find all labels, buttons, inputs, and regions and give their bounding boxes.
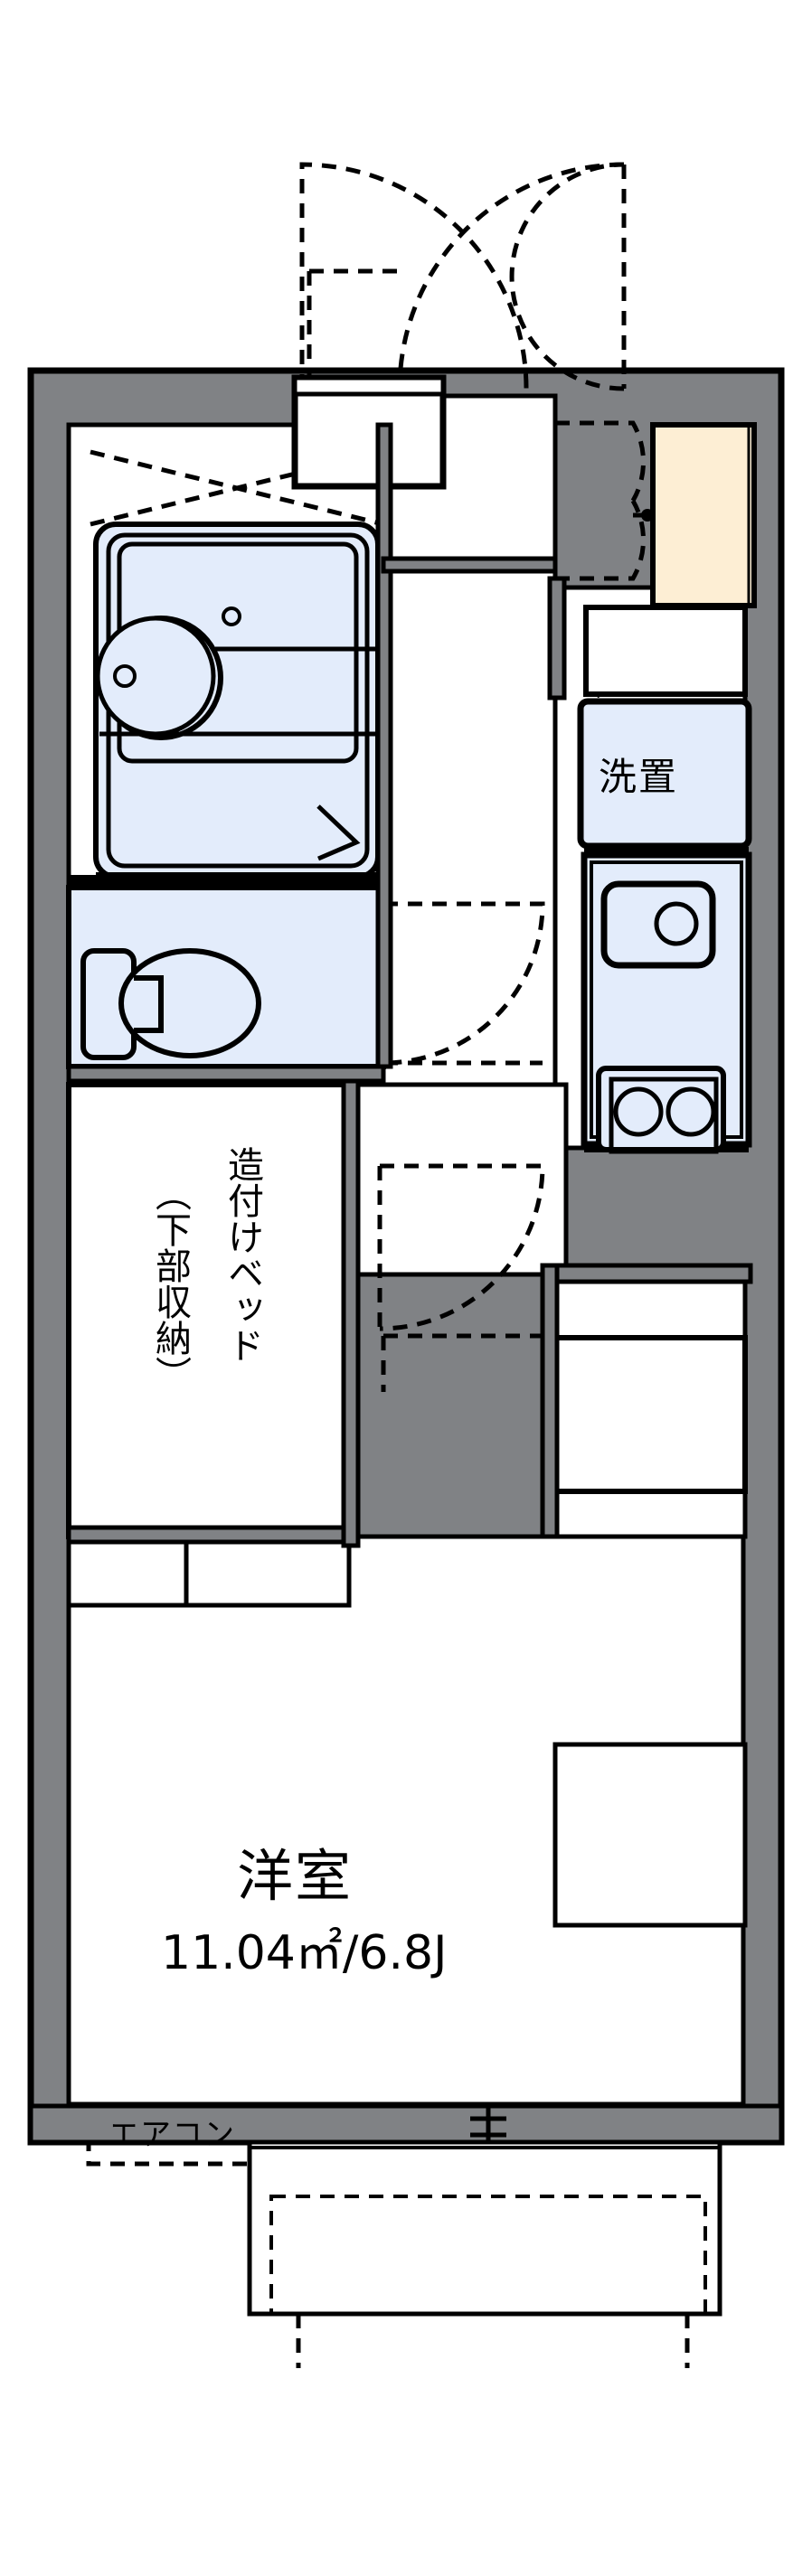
unit-bath-group <box>93 522 381 879</box>
washer-space-group <box>577 698 752 850</box>
washer-space-box <box>577 698 752 850</box>
wall-bath-right <box>375 422 393 1069</box>
bathtub-drain-icon <box>222 606 241 626</box>
built-in-bed-label: 造付けベッド <box>222 1146 263 1363</box>
built-in-bed-group <box>66 1082 352 1545</box>
entrance-outer-arc2 <box>397 162 625 390</box>
air-conditioner-label: エアコン <box>109 2117 235 2153</box>
wall-room-bottom <box>28 2103 784 2145</box>
bathroom-door-swing-icon <box>382 901 545 1066</box>
toilet-neck <box>134 975 164 1033</box>
wall-hall-left <box>540 1263 560 1539</box>
lower-cabinets <box>66 1539 352 1608</box>
shower-fixture-icon <box>316 804 361 861</box>
entrance-elements <box>291 374 757 608</box>
entrance-door-swing-icon <box>299 162 529 390</box>
under-storage-label: （下部収納） <box>149 1175 191 1392</box>
built-in-bed-outline <box>66 1082 352 1539</box>
cabinet-left <box>66 1539 189 1608</box>
wall-vestibule-bottom <box>381 556 558 574</box>
entry-closet-swing-icon <box>555 420 647 503</box>
balcony-floor <box>247 2139 722 2317</box>
partition-walls <box>28 422 784 2145</box>
kitchen-sink-drain-icon <box>654 901 699 946</box>
entry-closet-swing-icon-2 <box>555 499 647 581</box>
wall-toilet-bottom <box>66 1064 386 1084</box>
entrance-outer-door-swing-icon <box>509 162 625 391</box>
wall-entry-kitchen <box>547 576 567 700</box>
stove-burner-left-icon <box>613 1086 664 1137</box>
washer-space-label: 洗置 <box>599 755 679 799</box>
wall-kitchen-bottom <box>540 1263 753 1284</box>
page-title: 洋室 <box>237 1843 354 1909</box>
stove-burner-right-icon <box>666 1086 716 1137</box>
entrance-threshold <box>292 375 446 397</box>
balcony-rail-dashed <box>269 2195 707 2316</box>
upper-hall-closet <box>552 1335 748 1494</box>
wash-basin-drain-icon <box>113 664 137 688</box>
toilet-group <box>66 885 386 1069</box>
entry-storage-group <box>583 605 748 697</box>
cabinet-right <box>184 1539 352 1608</box>
shoe-box <box>583 605 748 697</box>
room-closet <box>552 1742 748 1928</box>
room-area-label: 11.04㎡/6.8J <box>161 1926 448 1980</box>
balcony-group <box>247 2106 722 2317</box>
bath-toilet-divider <box>69 875 383 888</box>
entrance-door-panel <box>650 422 757 608</box>
wall-bed-right <box>341 1073 361 1548</box>
room-storage-group <box>552 1335 748 1928</box>
kitchen-group <box>581 847 752 1154</box>
room-door-swing-icon <box>379 1163 545 1331</box>
